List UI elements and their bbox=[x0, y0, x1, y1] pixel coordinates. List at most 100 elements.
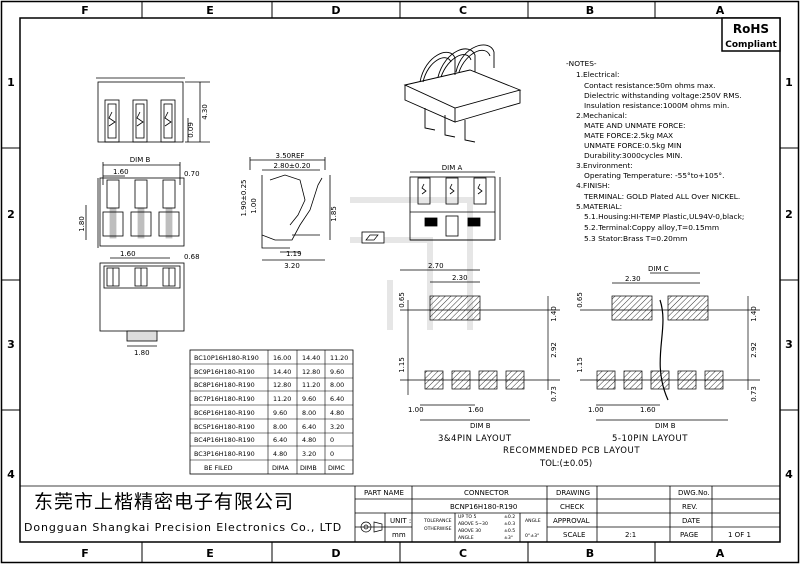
svg-text:CONNECTOR: CONNECTOR bbox=[464, 489, 509, 497]
svg-text:TOLERANCE: TOLERANCE bbox=[423, 518, 452, 524]
front-view-c bbox=[409, 171, 501, 241]
svg-text:DIMB: DIMB bbox=[300, 464, 317, 472]
svg-text:±3°: ±3° bbox=[504, 535, 513, 541]
dim-bottom-pin: 0.68 bbox=[184, 253, 200, 261]
svg-text:mm: mm bbox=[392, 531, 406, 539]
pcb-dim-140: 1.40 bbox=[550, 306, 558, 322]
svg-text:±0.5: ±0.5 bbox=[504, 528, 515, 534]
svg-text:5.1.Housing:HI-TEMP Plastic,UL: 5.1.Housing:HI-TEMP Plastic,UL94V-0,blac… bbox=[584, 212, 744, 221]
svg-text:2:1: 2:1 bbox=[625, 531, 636, 539]
dim-a-label: DIM A bbox=[442, 164, 463, 172]
svg-text:Contact resistance:50m ohms ma: Contact resistance:50m ohms max. bbox=[584, 81, 716, 90]
svg-text:8.00: 8.00 bbox=[302, 409, 316, 417]
svg-text:Compliant: Compliant bbox=[725, 40, 777, 50]
pcb2-dim-b: DIM B bbox=[655, 422, 676, 430]
svg-text:BCNP16H180-R190: BCNP16H180-R190 bbox=[450, 503, 517, 511]
top-view-contacts bbox=[104, 99, 176, 143]
svg-text:ANGLE: ANGLE bbox=[525, 518, 541, 524]
col-label-bottom: E bbox=[206, 547, 214, 560]
svg-text:6.40: 6.40 bbox=[273, 436, 287, 444]
pcb-dim-065: 0.65 bbox=[398, 292, 406, 308]
svg-text:BC5P16H180-R190: BC5P16H180-R190 bbox=[194, 423, 255, 431]
pcb2-dim-065: 0.65 bbox=[576, 292, 584, 308]
svg-text:±0.3: ±0.3 bbox=[504, 521, 515, 527]
svg-text:6.40: 6.40 bbox=[302, 423, 316, 431]
svg-text:4.FINISH:: 4.FINISH: bbox=[576, 181, 610, 190]
svg-text:CHECK: CHECK bbox=[560, 503, 584, 511]
pcb-title: RECOMMENDED PCB LAYOUT bbox=[503, 446, 640, 456]
col-label-bottom: C bbox=[459, 547, 467, 560]
col-label-bottom: A bbox=[716, 547, 725, 560]
svg-text:Operating Temperature: -55°to+: Operating Temperature: -55°to+105°. bbox=[584, 171, 724, 180]
svg-text:9.60: 9.60 bbox=[273, 409, 287, 417]
company-name-cn: 东莞市上楷精密电子有限公司 bbox=[34, 491, 294, 513]
pcb-dim-230: 2.30 bbox=[452, 274, 468, 282]
svg-text:11.20: 11.20 bbox=[273, 395, 291, 403]
projection-symbol-icon bbox=[360, 521, 383, 533]
svg-text:Insulation resistance:1000M oh: Insulation resistance:1000M ohms min. bbox=[584, 101, 729, 110]
col-label-top: E bbox=[206, 4, 214, 17]
col-label-bottom: F bbox=[81, 547, 89, 560]
dim-side-foot: 1.19 bbox=[286, 250, 302, 258]
svg-text:PAGE: PAGE bbox=[680, 531, 698, 539]
svg-text:PART NAME: PART NAME bbox=[364, 489, 404, 497]
flatness-symbol bbox=[361, 231, 385, 244]
row-label-right: 3 bbox=[785, 338, 793, 351]
pcb-layout-510pin bbox=[580, 272, 760, 421]
col-label-top: B bbox=[586, 4, 594, 17]
side-view bbox=[249, 157, 331, 261]
svg-text:ABOVE 5~30: ABOVE 5~30 bbox=[458, 521, 488, 527]
svg-text:1 OF 1: 1 OF 1 bbox=[728, 531, 751, 539]
dim-side-width: 2.80±0.20 bbox=[273, 162, 310, 170]
pcb2-dim-115: 1.15 bbox=[576, 357, 584, 373]
svg-text:BC10P16H180-R190: BC10P16H180-R190 bbox=[194, 354, 259, 362]
row-markers: 1 2 3 4 1 2 3 4 bbox=[1, 76, 799, 481]
svg-text:DIMC: DIMC bbox=[328, 464, 345, 472]
svg-text:14.40: 14.40 bbox=[273, 368, 291, 376]
front-view-pins bbox=[102, 179, 180, 239]
pcb-dim-115: 1.15 bbox=[398, 357, 406, 373]
svg-text:APPROVAL: APPROVAL bbox=[553, 517, 590, 525]
notes: -NOTES- 1.Electrical: Contact resistance… bbox=[566, 59, 744, 243]
front-view-e bbox=[85, 162, 185, 248]
pcb-dim-292: 2.92 bbox=[550, 342, 558, 358]
svg-text:BE FILED: BE FILED bbox=[204, 464, 233, 472]
dim-pin-width: 0.70 bbox=[184, 170, 200, 178]
svg-text:MATE AND UNMATE FORCE:: MATE AND UNMATE FORCE: bbox=[584, 121, 686, 130]
svg-text:RoHS: RoHS bbox=[733, 22, 769, 36]
svg-text:UNMATE FORCE:0.5kg MIN: UNMATE FORCE:0.5kg MIN bbox=[584, 141, 682, 150]
svg-text:11.20: 11.20 bbox=[330, 354, 348, 362]
row-label-right: 4 bbox=[785, 468, 793, 481]
svg-text:0°±3°: 0°±3° bbox=[525, 533, 539, 539]
svg-text:TERMINAL: GOLD Plated ALL Over: TERMINAL: GOLD Plated ALL Over NICKEL. bbox=[583, 192, 740, 201]
svg-text:9.60: 9.60 bbox=[330, 368, 344, 376]
title-block bbox=[20, 485, 780, 542]
title-block-labels: PART NAME CONNECTOR BCNP16H180-R190 DRAW… bbox=[364, 489, 751, 539]
dim-b-label: DIM B bbox=[130, 156, 151, 164]
notes-title: -NOTES- bbox=[566, 59, 597, 68]
svg-text:14.40: 14.40 bbox=[302, 354, 320, 362]
svg-text:UNIT :: UNIT : bbox=[390, 517, 411, 525]
row-label-right: 1 bbox=[785, 76, 793, 89]
svg-text:0: 0 bbox=[330, 436, 334, 444]
svg-text:4.80: 4.80 bbox=[273, 450, 287, 458]
svg-text:OTHERWISE: OTHERWISE bbox=[424, 526, 452, 532]
col-label-bottom: D bbox=[331, 547, 340, 560]
pcb2-dim-073: 0.73 bbox=[750, 386, 758, 402]
col-label-top: D bbox=[331, 4, 340, 17]
svg-text:4.80: 4.80 bbox=[302, 436, 316, 444]
dim-pitch: 1.60 bbox=[113, 168, 129, 176]
pcb2-dim-140: 1.40 bbox=[750, 306, 758, 322]
col-label-top: C bbox=[459, 4, 467, 17]
svg-text:4.80: 4.80 bbox=[330, 409, 344, 417]
svg-text:0: 0 bbox=[330, 450, 334, 458]
svg-text:BC3P16H180-R190: BC3P16H180-R190 bbox=[194, 450, 255, 458]
dim-side-right: 1.85 bbox=[330, 206, 338, 222]
col-label-top: F bbox=[81, 4, 89, 17]
svg-text:3.20: 3.20 bbox=[302, 450, 316, 458]
dim-side-ref: 3.50REF bbox=[276, 152, 305, 160]
dim-side-height: 1.90±0.25 bbox=[240, 179, 248, 216]
